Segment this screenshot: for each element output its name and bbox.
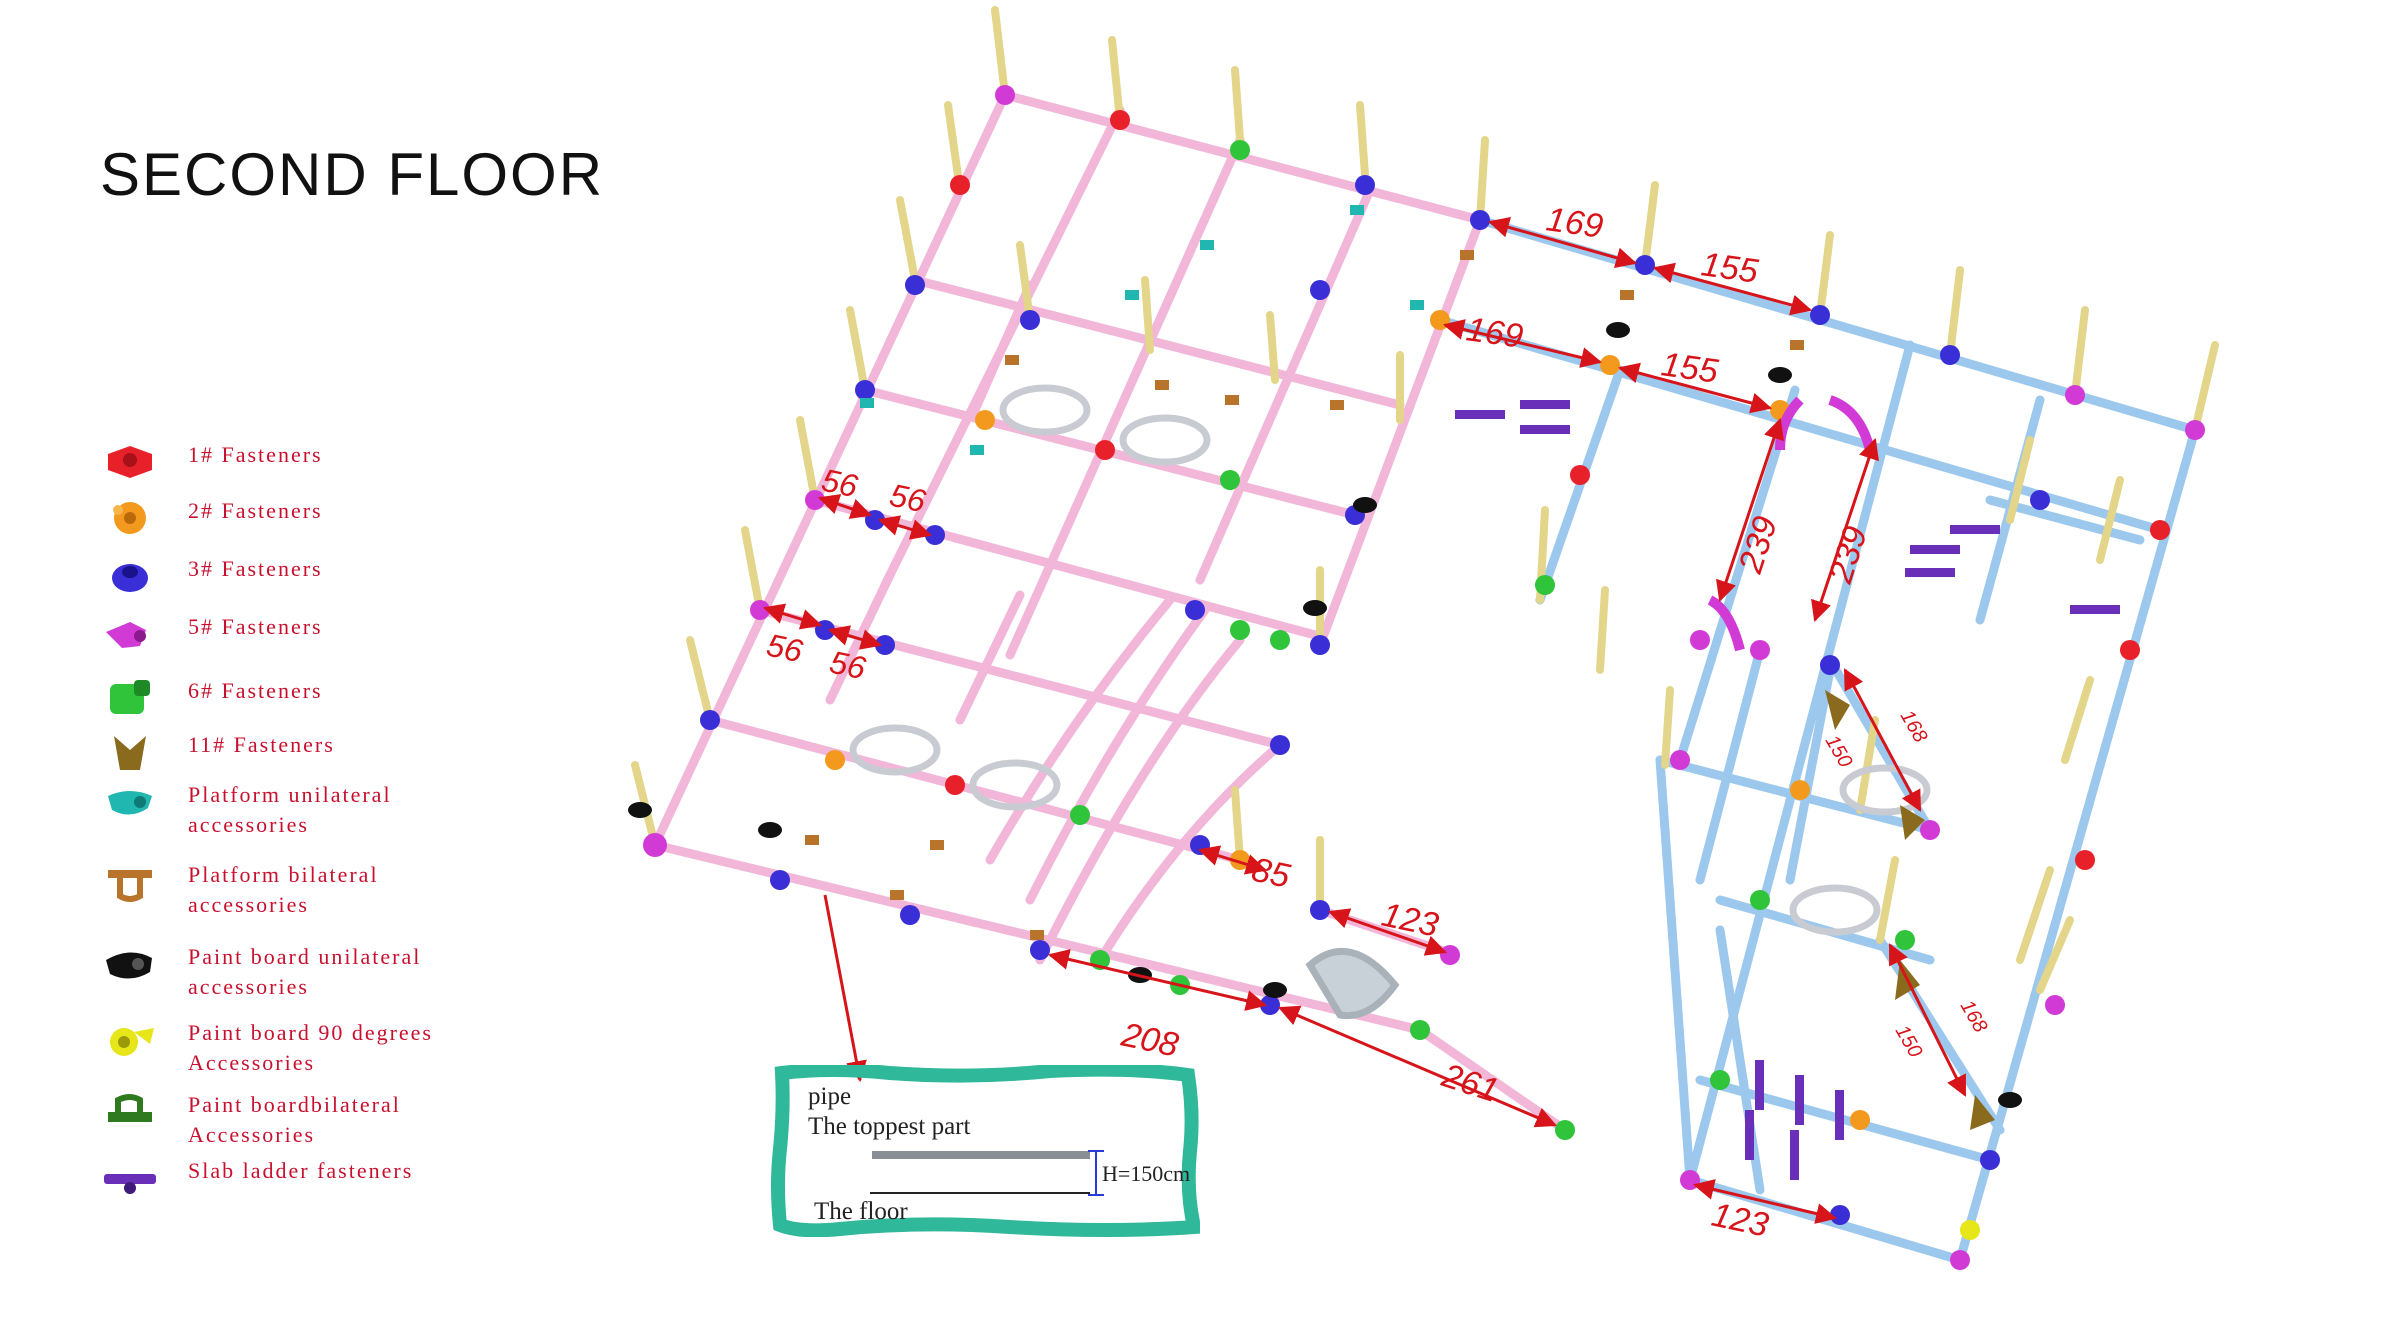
paint-board-bilateral-icon <box>108 1094 152 1122</box>
legend-label: Paint board unilateral accessories <box>188 944 422 999</box>
legend-item: Slab ladder fasteners <box>100 1156 528 1200</box>
dimension-label: 155 <box>1659 345 1721 391</box>
dimension-label: 169 <box>1464 310 1526 356</box>
callout-floor-label: The floor <box>814 1198 908 1225</box>
legend-item: 1# Fasteners <box>100 440 528 484</box>
legend-label: Paint board 90 degrees Accessories <box>188 1020 433 1075</box>
platform-bilateral-icon <box>108 870 152 902</box>
legend-item: 3# Fasteners <box>100 554 528 598</box>
page-title: SECOND FLOOR <box>100 141 605 208</box>
legend-label: Platform bilateral accessories <box>188 862 379 917</box>
legend-label: 11# Fasteners <box>188 732 335 757</box>
legend-item: Paint board unilateral accessories <box>100 942 528 1002</box>
legend-item: Platform unilateral accessories <box>100 780 528 840</box>
dimension-label: 208 <box>1117 1015 1181 1064</box>
dimension-label: 85 <box>1248 851 1293 896</box>
dimension-label: 150 <box>1821 732 1857 772</box>
dimension-label: 168 <box>1896 707 1932 747</box>
6-fastener-icon <box>110 680 150 714</box>
5-fastener-icon <box>106 622 146 648</box>
callout-height-label: H=150cm <box>1102 1161 1191 1186</box>
legend-item: 2# Fasteners <box>100 496 528 540</box>
dimension-label: 168 <box>1956 997 1992 1037</box>
legend-item: Paint boardbilateral Accessories <box>100 1090 528 1150</box>
dimension-label: 239 <box>1731 512 1785 579</box>
legend-item: 5# Fasteners <box>100 612 528 656</box>
pink-pipes <box>650 90 1570 1135</box>
dimension-label: 169 <box>1544 200 1606 246</box>
dimension-label: 155 <box>1699 245 1761 291</box>
legend-label: 1# Fasteners <box>188 442 323 467</box>
2-fastener-icon <box>113 502 146 534</box>
callout-frame <box>771 1065 1200 1237</box>
paint-board-90-icon <box>110 1028 154 1056</box>
legend-item: 6# Fasteners <box>100 676 528 720</box>
legend-label: 2# Fasteners <box>188 498 323 523</box>
dimension-label: 239 <box>1821 522 1875 589</box>
platform-unilateral-icon <box>108 791 152 815</box>
dimension-label: 56 <box>764 627 806 670</box>
dimension-label: 261 <box>1437 1056 1504 1110</box>
blue-pipes <box>1435 215 2200 1265</box>
slab-ladder-icon <box>104 1174 156 1194</box>
1-fastener-icon <box>108 446 152 478</box>
pipe-height-callout: pipe The toppest part H=150cm The floor <box>770 1065 1200 1237</box>
legend-label: Paint boardbilateral Accessories <box>188 1092 401 1147</box>
posts <box>631 6 2219 994</box>
legend-item: Paint board 90 degrees Accessories <box>100 1018 528 1078</box>
11-fastener-icon <box>114 736 146 770</box>
legend-label: 6# Fasteners <box>188 678 323 703</box>
legend-item: Platform bilateral accessories <box>100 860 528 920</box>
callout-toppest-label: The toppest part <box>808 1113 971 1140</box>
dimension-label: 56 <box>887 477 929 520</box>
3-fastener-icon <box>112 564 148 592</box>
paint-board-unilateral-icon <box>106 952 152 979</box>
legend-label: Platform unilateral accessories <box>188 782 392 837</box>
dimension-label: 150 <box>1891 1022 1927 1062</box>
legend-item: 11# Fasteners <box>100 730 528 774</box>
dimension-label: 56 <box>827 644 869 687</box>
dimension-lines <box>762 217 1967 1224</box>
legend-label: 3# Fasteners <box>188 556 323 581</box>
dimension-label: 56 <box>819 462 861 505</box>
legend-label: 5# Fasteners <box>188 614 323 639</box>
callout-pipe-label: pipe <box>808 1083 852 1110</box>
legend-label: Slab ladder fasteners <box>188 1158 414 1183</box>
